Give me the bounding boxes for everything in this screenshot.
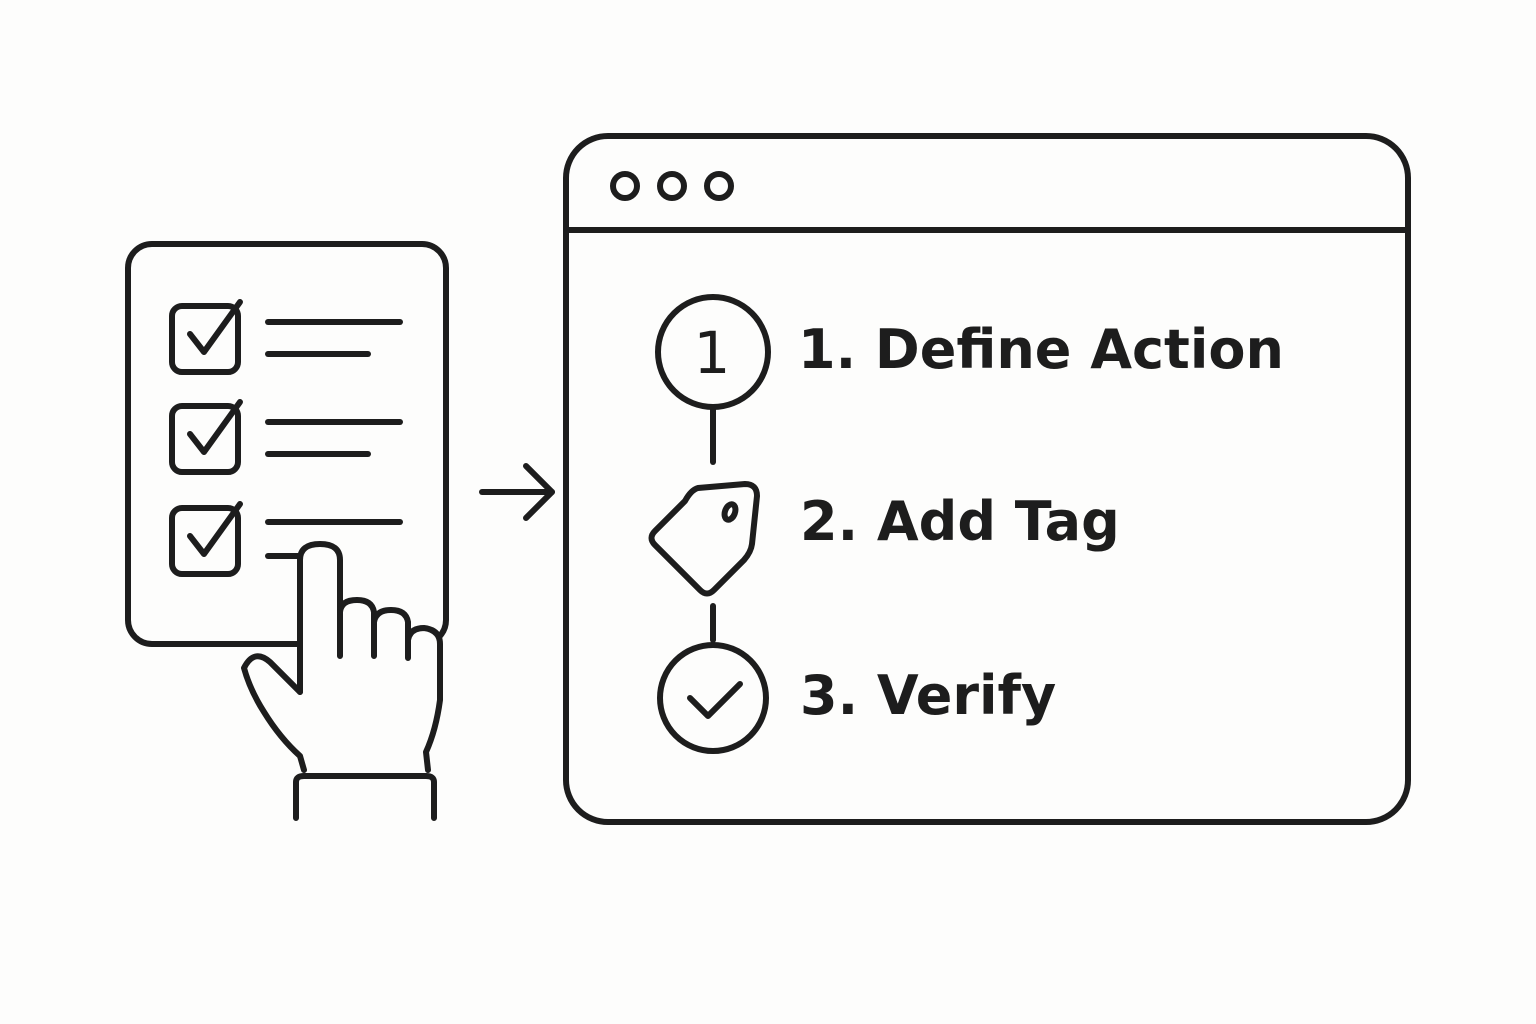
window-dot-icon[interactable] (610, 171, 640, 201)
checkbox-checked-icon (169, 403, 241, 475)
window-dot-icon[interactable] (657, 171, 687, 201)
step-1: 1 1. Define Action (655, 294, 1284, 410)
step-number: 1 (694, 319, 731, 387)
checkbox-checked-icon (169, 303, 241, 375)
tag-icon (648, 481, 760, 597)
check-mark-icon (187, 501, 243, 557)
checklist-item (169, 501, 403, 577)
window-dot-icon[interactable] (704, 171, 734, 201)
step-2: 2. Add Tag (648, 481, 1120, 597)
step-label: 1. Define Action (798, 318, 1284, 381)
checklist-card (125, 241, 449, 647)
checkbox-checked-icon (169, 505, 241, 577)
step-label: 2. Add Tag (800, 490, 1120, 553)
step-3: 3. Verify (657, 642, 1056, 754)
step-label: 3. Verify (800, 664, 1056, 727)
check-mark-icon (187, 299, 243, 355)
check-circle-icon (657, 642, 769, 754)
step-number-circle (655, 294, 771, 410)
browser-window: 1 1. Define Action 2. Add Tag 3. Verify (563, 133, 1411, 825)
checklist-item (169, 399, 403, 475)
arrow-right-icon (479, 463, 555, 521)
tag-hole-icon (721, 501, 739, 523)
check-mark-icon (687, 681, 743, 719)
check-mark-icon (187, 399, 243, 455)
browser-frame (563, 133, 1411, 825)
checklist-item (169, 299, 403, 375)
pointing-hand-icon (241, 541, 443, 821)
checklist-panel (125, 241, 449, 647)
